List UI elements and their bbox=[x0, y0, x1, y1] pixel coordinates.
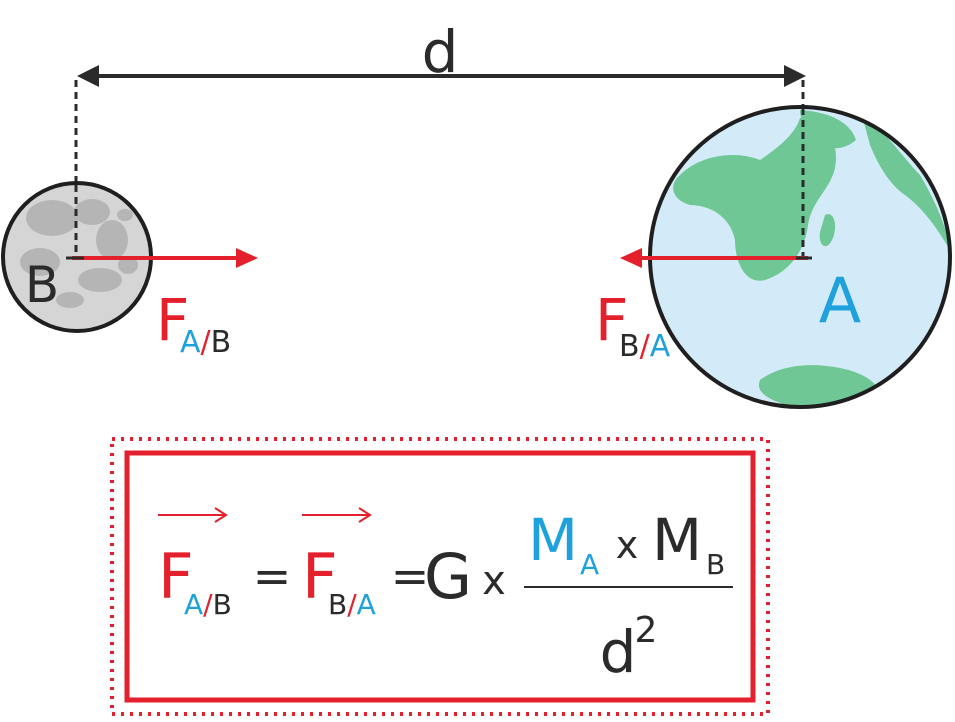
moon-label: B bbox=[25, 256, 59, 314]
formula-lhs-sub-second: B bbox=[213, 588, 232, 621]
formula-numerator-times: x bbox=[616, 523, 639, 567]
force-arrow-on-b-head bbox=[236, 248, 258, 268]
force-on-b-sub-second: B bbox=[211, 325, 232, 360]
force-on-a-subscript: B/A bbox=[619, 329, 671, 364]
force-on-b-sub-first: A bbox=[180, 325, 201, 360]
formula-numerator-m1: M bbox=[528, 506, 578, 574]
formula-denominator-base: d bbox=[600, 618, 637, 686]
formula-numerator-m1-sub: A bbox=[580, 548, 599, 581]
force-arrow-on-a bbox=[620, 248, 812, 268]
force-on-b-sub-sep: / bbox=[201, 325, 212, 360]
formula-mid-sub-sep: / bbox=[347, 588, 357, 621]
force-on-a-sub-second: A bbox=[650, 329, 671, 364]
distance-label: d bbox=[422, 18, 459, 86]
formula-lhs-vector-head bbox=[214, 507, 228, 523]
force-on-b-symbol: F bbox=[156, 286, 189, 354]
force-arrow-on-a-head bbox=[620, 248, 642, 268]
formula-box-outer-dotted bbox=[110, 437, 770, 716]
formula-lhs-symbol: F bbox=[158, 540, 194, 613]
formula-denominator-exponent: 2 bbox=[635, 610, 658, 651]
formula-mid-sub-second: A bbox=[357, 588, 376, 621]
formula-mid-subscript: B/A bbox=[328, 588, 376, 621]
formula-lhs-sub-first: A bbox=[184, 588, 203, 621]
formula-mid-sub-first: B bbox=[328, 588, 347, 621]
earth-label: A bbox=[819, 264, 861, 337]
distance-arrowhead-left bbox=[77, 65, 99, 87]
moon-body-b: B bbox=[1, 181, 153, 333]
formula-box: F A/B = F B/A = G x M A x M B d 2 bbox=[110, 437, 770, 716]
formula-numerator-m2-sub: B bbox=[706, 548, 725, 581]
formula-numerator-m2: M bbox=[652, 506, 702, 574]
moon-craters bbox=[20, 199, 138, 308]
distance-arrowhead-right bbox=[784, 65, 806, 87]
formula-mid-symbol: F bbox=[302, 540, 338, 613]
force-on-a-symbol: F bbox=[595, 286, 628, 354]
formula-equals-1: = bbox=[253, 549, 292, 603]
formula-constant-g: G bbox=[424, 540, 472, 613]
force-on-b-subscript: A/B bbox=[180, 325, 231, 360]
force-on-a-sub-sep: / bbox=[640, 329, 651, 364]
formula-equals-2: = bbox=[391, 549, 430, 603]
formula-box-inner bbox=[124, 450, 756, 703]
formula-mid-vector-head bbox=[358, 507, 372, 523]
force-arrow-on-b bbox=[66, 248, 258, 268]
formula-times: x bbox=[482, 558, 506, 604]
force-label-on-a: F B/A bbox=[595, 286, 671, 364]
formula-lhs-sub-sep: / bbox=[203, 588, 213, 621]
force-on-a-sub-first: B bbox=[619, 329, 640, 364]
force-label-on-b: F A/B bbox=[156, 286, 231, 360]
formula-lhs-subscript: A/B bbox=[184, 588, 232, 621]
